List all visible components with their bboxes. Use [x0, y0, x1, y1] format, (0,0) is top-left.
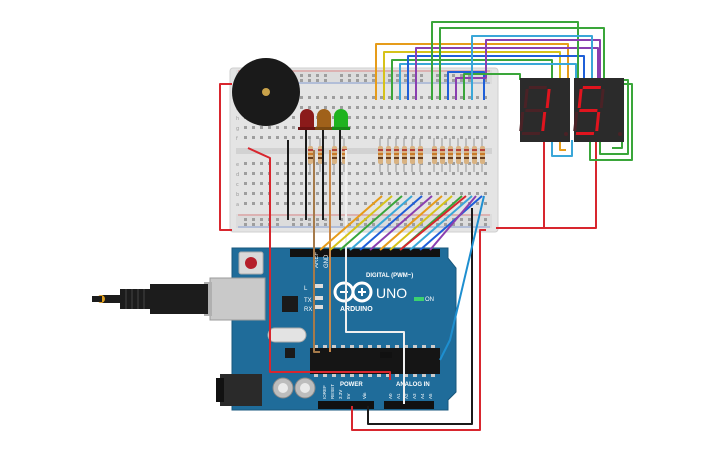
a1-label: A1 [396, 393, 401, 399]
gnd-label: GND [324, 254, 330, 268]
wire-red-5v[interactable] [219, 83, 232, 231]
wire-black-gnd[interactable] [367, 208, 473, 425]
arduino-logo-icon [333, 281, 373, 303]
power-label: POWER [340, 382, 363, 388]
analog-pin-labels: A0 A1 A2 A3 A4 A5 [388, 393, 433, 399]
svg-text:b: b [236, 192, 239, 198]
ioref-label: IOREF [322, 385, 327, 399]
svg-text:d: d [236, 172, 239, 178]
power-jack [220, 374, 262, 406]
analog-in-label: ANALOG IN [396, 382, 430, 388]
rx-label: RX [304, 307, 312, 313]
aref-label: AREF [314, 252, 320, 268]
piezo-buzzer[interactable] [232, 58, 300, 126]
wire-red-vcc[interactable] [351, 229, 486, 431]
power-header[interactable] [318, 401, 374, 409]
digital-pwm-label: DIGITAL (PWM~) [366, 273, 413, 279]
wire-red-buzzer[interactable] [247, 147, 391, 380]
green-led[interactable] [332, 109, 350, 130]
vin-label: Vin [362, 392, 367, 399]
svg-text:e: e [236, 162, 239, 168]
svg-text:f: f [236, 136, 238, 142]
a4-label: A4 [420, 393, 425, 399]
arduino-uno-board[interactable]: AREF GND DIGITAL (PWM~) TX RX L ARDUINO … [204, 247, 457, 411]
brand-label: ARDUINO [340, 306, 373, 313]
resistor-array[interactable] [308, 138, 485, 172]
seven-segment-display-right[interactable] [573, 78, 624, 142]
a3-label: A3 [412, 393, 417, 399]
wire-red-display[interactable] [496, 140, 545, 229]
board-name: UNO [376, 285, 407, 301]
reset-label: RESET [330, 384, 335, 399]
usb-port [209, 277, 266, 321]
svg-text:c: c [236, 182, 239, 188]
v5-label: 5V [346, 393, 351, 399]
microcontroller-chip [310, 348, 440, 374]
a5-label: A5 [428, 393, 433, 399]
on-label: ON [425, 297, 434, 303]
svg-text:h: h [236, 116, 239, 122]
a0-label: A0 [388, 393, 393, 399]
v33-label: 3.3V [338, 390, 343, 399]
orange-led[interactable] [315, 109, 333, 130]
red-led[interactable] [298, 109, 316, 130]
wires [219, 21, 633, 431]
wire-red-display2[interactable] [496, 140, 597, 229]
tx-label: TX [304, 298, 312, 304]
wire-white-led[interactable] [345, 150, 405, 404]
digital-header[interactable] [290, 249, 440, 257]
a2-label: A2 [404, 393, 409, 399]
svg-text:a: a [236, 202, 239, 208]
usb-cable[interactable] [92, 284, 208, 314]
seven-segment-display-left[interactable] [519, 78, 570, 142]
l-label: L [304, 286, 308, 292]
analog-header[interactable] [384, 401, 434, 409]
wire-brown-led[interactable] [313, 150, 320, 353]
svg-text:g: g [236, 126, 239, 132]
